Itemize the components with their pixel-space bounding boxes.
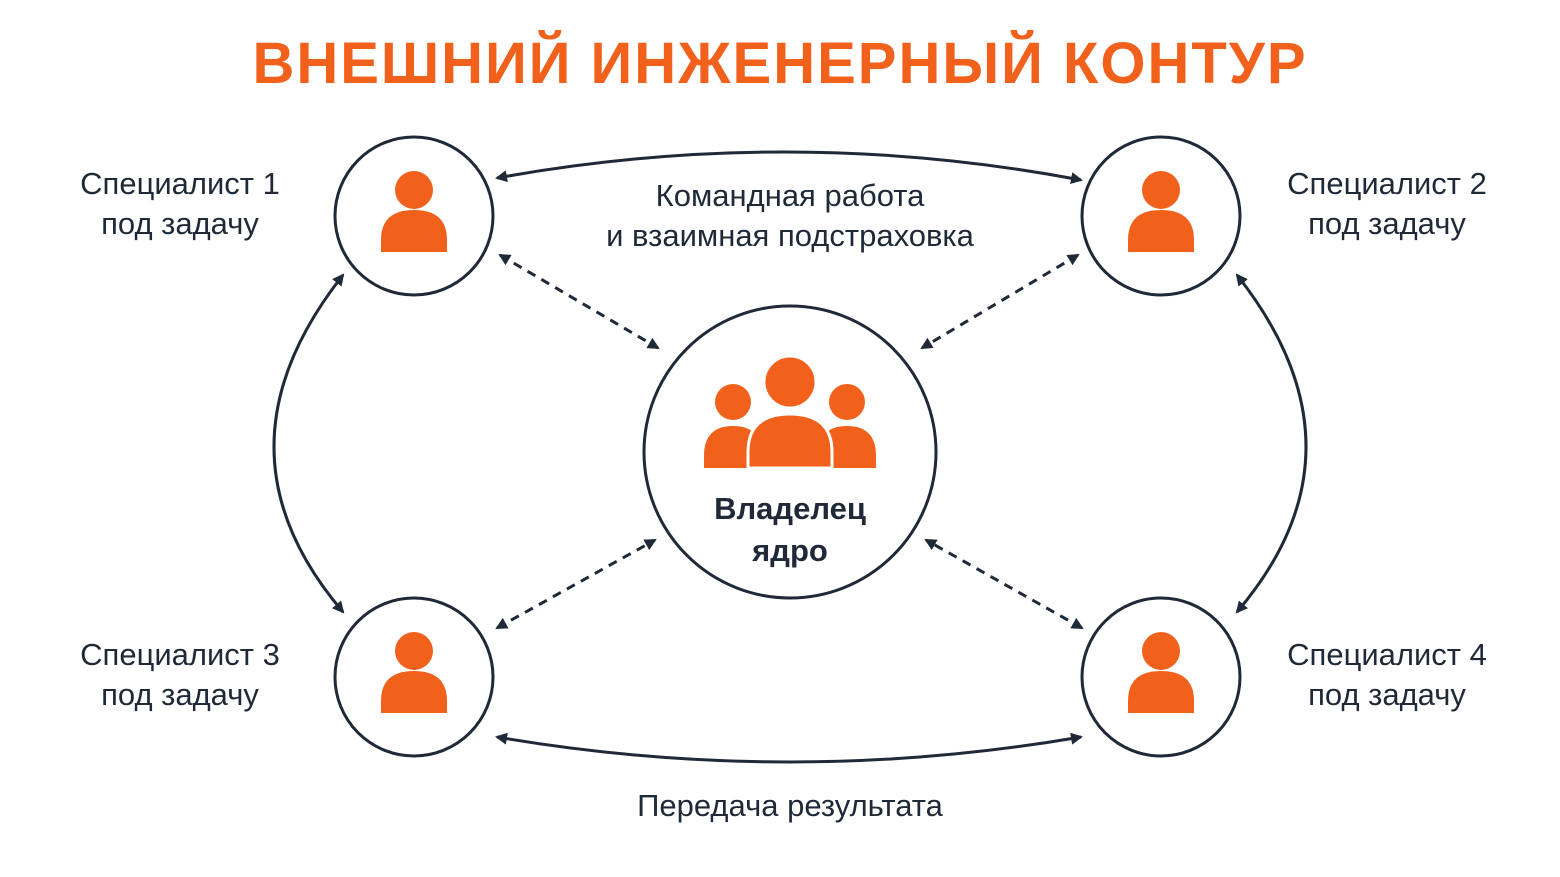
- specialist-4-name: Специалист 4: [1287, 637, 1487, 672]
- teamwork-label-line1: Командная работа: [655, 178, 925, 213]
- specialist-4-role: под задачу: [1308, 677, 1466, 712]
- person-icon: [381, 632, 447, 713]
- specialist-node-2: [1080, 135, 1242, 297]
- page-title: ВНЕШНИЙ ИНЖЕНЕРНЫЙ КОНТУР: [252, 31, 1308, 96]
- dashed-arrow-spec4-core: [924, 538, 1084, 630]
- specialist-node-3: [333, 596, 495, 758]
- specialist-label-3: Специалист 3 под задачу: [40, 635, 320, 715]
- person-icon: [1128, 171, 1194, 252]
- teamwork-label: Командная работа и взаимная подстраховка: [540, 176, 1040, 256]
- arrow-top-spec1-spec2: [495, 150, 1083, 185]
- specialist-3-name: Специалист 3: [80, 637, 280, 672]
- dashed-arrow-spec1-core: [498, 253, 660, 350]
- result-transfer-text: Передача результата: [637, 788, 943, 823]
- teamwork-label-line2: и взаимная подстраховка: [606, 218, 974, 253]
- specialist-3-role: под задачу: [101, 677, 259, 712]
- group-icon: [704, 354, 876, 470]
- specialist-2-name: Специалист 2: [1287, 166, 1487, 201]
- arrow-left-spec1-spec3: [272, 273, 345, 614]
- person-icon: [381, 171, 447, 252]
- arrow-right-spec2-spec4: [1235, 273, 1308, 614]
- result-transfer-label: Передача результата: [540, 786, 1040, 826]
- dashed-arrow-spec2-core: [920, 253, 1080, 350]
- dashed-arrow-spec3-core: [495, 538, 657, 630]
- specialist-1-name: Специалист 1: [80, 166, 280, 201]
- specialist-2-role: под задачу: [1308, 206, 1466, 241]
- specialist-node-1: [333, 135, 495, 297]
- arrow-bottom-spec3-spec4: [495, 732, 1083, 764]
- specialist-label-1: Специалист 1 под задачу: [40, 164, 320, 244]
- core-label-line2: ядро: [752, 533, 828, 568]
- core-label: Владелец ядро: [640, 488, 940, 572]
- specialist-label-4: Специалист 4 под задачу: [1247, 635, 1527, 715]
- specialist-label-2: Специалист 2 под задачу: [1247, 164, 1527, 244]
- core-label-line1: Владелец: [714, 491, 866, 526]
- core-node: [642, 304, 938, 600]
- specialist-node-4: [1080, 596, 1242, 758]
- person-icon: [1128, 632, 1194, 713]
- specialist-1-role: под задачу: [101, 206, 259, 241]
